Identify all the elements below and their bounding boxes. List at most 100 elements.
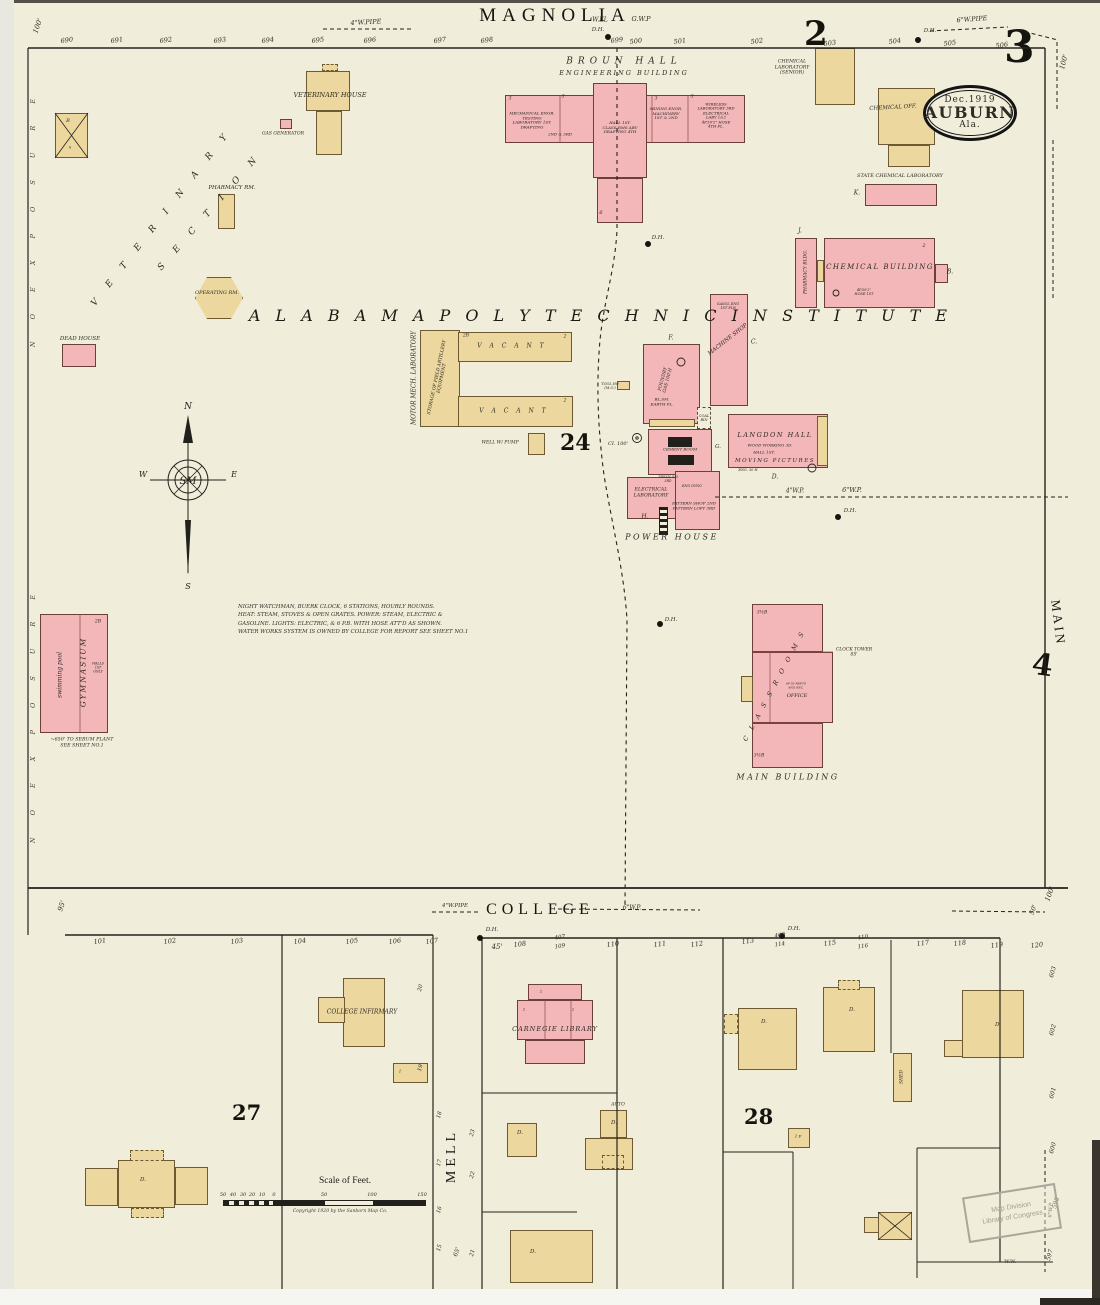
map-label: BL.SM. EARTH FL. — [650, 396, 674, 406]
map-label: 21 — [468, 1248, 477, 1258]
map-label: 45' — [491, 942, 503, 951]
motor-mech-wing-south — [458, 396, 573, 427]
map-building — [668, 437, 692, 447]
map-label: TOOL HO (M.O.) — [601, 381, 619, 390]
operating-room — [195, 277, 243, 319]
coal-bin — [697, 407, 711, 429]
map-label: 2 — [922, 243, 926, 250]
badge-city: AUBURN — [924, 103, 1016, 122]
map-label: 409 — [774, 932, 786, 940]
map-label: 3½B — [753, 753, 765, 759]
scan-edge-corner — [1040, 1298, 1100, 1305]
map-label: 2 — [563, 334, 567, 340]
map-label: 108 — [513, 939, 527, 950]
main-building-label: MAIN BUILDING — [736, 772, 840, 782]
machine-shop-label: MACHINE SHOP — [707, 322, 749, 357]
map-label: 500 — [629, 36, 643, 47]
scan-edge-left — [0, 0, 14, 1305]
map-label: F. — [668, 334, 674, 342]
map-label: 6"W.P. — [622, 904, 642, 912]
map-label: 694 — [261, 35, 275, 46]
map-label: 17 — [435, 1158, 444, 1168]
map-label: D. — [611, 1119, 617, 1126]
scale-bar-seg3 — [374, 1200, 426, 1206]
map-label: CHEMICAL OFF. — [869, 103, 917, 112]
map-label: 65' — [452, 1246, 462, 1258]
map-label: PATTERN SHOP 2ND PATTERN LOFT 3RD — [672, 500, 716, 510]
map-building — [817, 260, 824, 282]
map-label: D. — [761, 1018, 767, 1025]
map-building — [131, 1208, 164, 1218]
institute-label: A L A B A M A P O L Y T E C H N I C I N … — [248, 306, 950, 325]
map-label: 601 — [1048, 1086, 1058, 1100]
map-label: 410 — [857, 934, 869, 942]
map-label: 4"W.PIPE — [441, 902, 469, 909]
map-label: GASOL ENG 1ST FLR — [716, 301, 740, 310]
map-label: 119 — [990, 940, 1004, 951]
map-label: 22 — [468, 1170, 477, 1180]
power-house-stack — [659, 507, 668, 535]
block-number-28: 28 — [744, 1104, 774, 1129]
map-label: 502 — [750, 36, 764, 47]
state-chemical-laboratory — [865, 184, 937, 206]
street-label-college: COLLEGE — [486, 901, 594, 918]
map-label: D.H. — [787, 925, 801, 932]
map-label: WIRELESS LABORATORY 3RD ELECTRICAL LABY … — [697, 101, 735, 129]
map-label: SHED — [899, 1070, 905, 1084]
map-label: G.W.P — [631, 15, 651, 24]
map-label: G. — [715, 443, 721, 450]
map-label: 19 — [416, 1063, 425, 1073]
map-label: CEMENT ROOM — [662, 446, 698, 452]
map-label: 115 — [823, 938, 837, 949]
map-label: W.EL — [592, 16, 608, 24]
scale-bar-seg1 — [274, 1200, 324, 1206]
map-building — [130, 1150, 164, 1161]
map-label: AUTO — [611, 1102, 625, 1108]
map-label: 100' — [31, 17, 45, 35]
map-label: 2B — [462, 333, 470, 339]
map-label: 600 — [1048, 1141, 1058, 1155]
no-exposure-label: N O E X P O S U R E — [29, 88, 38, 348]
map-label: D.H. — [923, 27, 937, 34]
scale-tick-label: 30 — [239, 1192, 247, 1198]
street-label-magnolia: MAGNOLIA — [479, 5, 631, 26]
note-line: GASOLINE. LIGHTS: ELECTRIC, & 6 P.B. WIT… — [238, 620, 442, 627]
map-label: D. — [140, 1176, 146, 1183]
map-label: D. — [530, 1248, 536, 1255]
veterinary-section-label: V E T E R I N A R Y — [89, 127, 234, 309]
scale-tick-label: 20 — [248, 1192, 256, 1198]
map-label: 692 — [159, 35, 173, 46]
dwelling — [962, 990, 1024, 1058]
map-label: WALLS 1ST ONLY — [92, 661, 104, 673]
map-label: D.H. — [843, 507, 857, 514]
map-building — [525, 1040, 585, 1064]
carnegie-library-label: CARNEGIE LIBRARY — [512, 1025, 598, 1034]
broun-hall-label: BROUN HALL — [566, 56, 682, 67]
map-label: MOVING PICTURES — [735, 457, 815, 464]
shed — [893, 1053, 912, 1102]
pharmacy-room — [218, 194, 235, 229]
map-label: K. — [853, 189, 861, 197]
map-label: 102 — [163, 936, 177, 947]
dwelling — [507, 1123, 537, 1157]
map-label: ENG DYNO — [682, 483, 702, 488]
map-label: 696 — [363, 35, 377, 46]
carnegie-library — [528, 984, 582, 1000]
no-exposure-label: N O E X P O S U R E — [29, 584, 38, 844]
chemical-building — [824, 238, 935, 308]
map-label: D. — [771, 473, 779, 481]
map-label: 16 — [435, 1205, 444, 1215]
map-label: 23 — [468, 1128, 477, 1138]
map-label: STATE CHEMICAL LABORATORY — [857, 173, 943, 180]
map-label: 3 — [690, 94, 694, 100]
map-label: PHARMACY BLDG. — [803, 249, 809, 295]
map-label: x — [68, 145, 72, 151]
map-label: D.H. — [664, 616, 678, 623]
map-label: 2 — [563, 398, 567, 404]
map-label: W.W. — [1004, 1259, 1016, 1266]
map-label: WOOD WORKING 3D. — [747, 442, 793, 448]
map-label: 113 — [741, 936, 755, 947]
map-label: 114 — [774, 941, 786, 949]
dwelling — [510, 1230, 593, 1283]
